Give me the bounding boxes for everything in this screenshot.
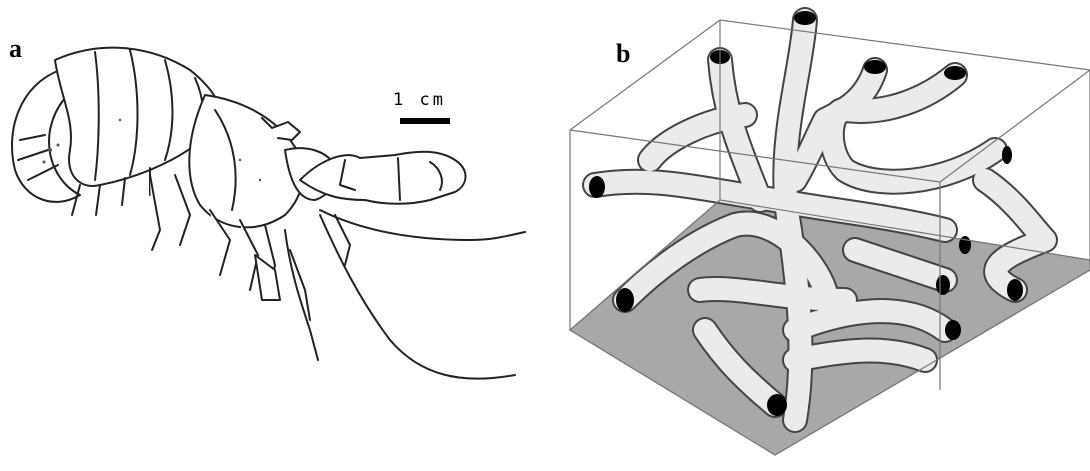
panel-label-a: a: [9, 36, 22, 62]
shrimp-illustration: [0, 0, 545, 471]
panel-label-b: b: [616, 41, 630, 67]
antenna-upper: [320, 210, 525, 240]
legs-left: [150, 175, 190, 250]
scale-bar: [400, 118, 450, 124]
panel-a: a 1 cm: [0, 0, 545, 471]
carapace: [189, 95, 302, 227]
burrow-box-diagram: [545, 0, 1090, 471]
scale-bar-label: 1 cm: [393, 90, 446, 110]
panel-b: b: [545, 0, 1090, 471]
leg-right: [290, 250, 310, 320]
